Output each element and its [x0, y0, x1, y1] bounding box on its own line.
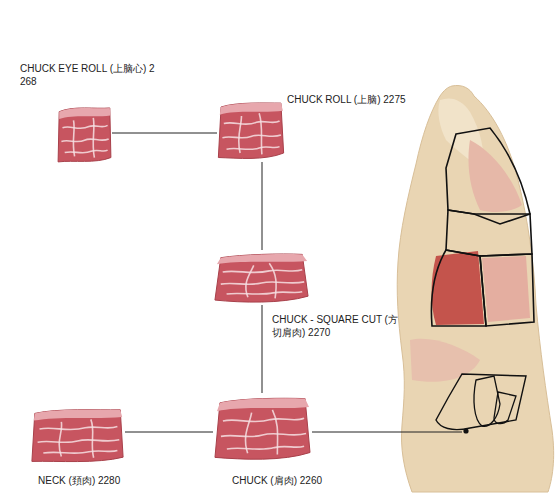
meat-marbling [222, 135, 280, 138]
meat-marbling [38, 440, 120, 443]
meat-body [215, 398, 310, 459]
cut-name: CHUCK - SQUARE CUT (方切肩肉) 2270 [272, 313, 400, 339]
meat-fat [59, 108, 110, 119]
meat-marbling [59, 422, 61, 457]
meat-fat [217, 398, 309, 411]
meat-body [218, 103, 283, 158]
carcass-meat [410, 339, 480, 382]
section-outline [446, 128, 530, 224]
section-outline [494, 392, 516, 424]
meat-photo [213, 250, 310, 305]
meat-marbling [272, 410, 277, 455]
carcass-body [397, 85, 553, 492]
meat-marbling [245, 413, 251, 454]
meat-fat [220, 103, 283, 115]
connector-line [262, 305, 263, 393]
meat-marbling [40, 427, 118, 430]
cut-box: NECK (頚肉) 2280 [30, 405, 125, 465]
cut-name: CHUCK ROLL (上脑) 2275 [287, 93, 447, 106]
meat-marbling [61, 139, 108, 142]
cut-box: CHUCK ROLL (上脑) 2275 [217, 98, 285, 162]
meat-marbling [269, 263, 276, 298]
meat-marbling [63, 125, 108, 128]
section-outline [431, 250, 486, 326]
carcass-meat [482, 256, 530, 322]
meat-marbling [221, 282, 304, 284]
meat-photo [217, 98, 285, 162]
meat-fat [217, 254, 307, 264]
meat-photo [30, 405, 125, 465]
meat-fat [34, 410, 122, 421]
section-outline [446, 210, 532, 256]
meat-photo [57, 103, 112, 165]
meat-marbling [246, 265, 254, 297]
marker-dot [463, 428, 468, 433]
meat-marbling [239, 116, 242, 153]
cut-box: CHUCK EYE ROLL (上脑心) 2268 [57, 103, 112, 165]
cut-name: CHUCK EYE ROLL (上脑心) 2268 [20, 62, 155, 88]
cut-box: CHUCK - SQUARE CUT (方切肩肉) 2270 [213, 250, 310, 305]
meat-marbling [65, 150, 108, 153]
leader-line [312, 432, 462, 433]
cut-name: CHUCK (肩肉) 2260 [232, 474, 362, 487]
meat-photo [213, 393, 312, 463]
meat-body [58, 108, 111, 162]
meat-marbling [227, 147, 280, 150]
cut-box: CHUCK (肩肉) 2260 [213, 393, 312, 463]
meat-body [215, 254, 308, 302]
connector-line [112, 133, 217, 134]
meat-marbling [227, 292, 303, 294]
section-outline [480, 254, 534, 326]
meat-marbling [227, 446, 304, 449]
meat-marbling [223, 418, 304, 422]
meat-marbling [43, 451, 117, 454]
meat-marbling [221, 434, 306, 437]
connector-line [262, 162, 263, 250]
meat-marbling [73, 120, 74, 156]
meat-marbling [91, 419, 94, 457]
meat-body [32, 410, 123, 462]
cut-name: NECK (頚肉) 2280 [38, 474, 168, 487]
meat-marbling [224, 121, 280, 124]
section-outline [436, 374, 526, 430]
meat-marbling [223, 270, 303, 273]
carcass-meat [468, 140, 522, 212]
meat-marbling [259, 113, 262, 154]
meat-marbling [93, 118, 94, 158]
connector-line [125, 432, 213, 433]
